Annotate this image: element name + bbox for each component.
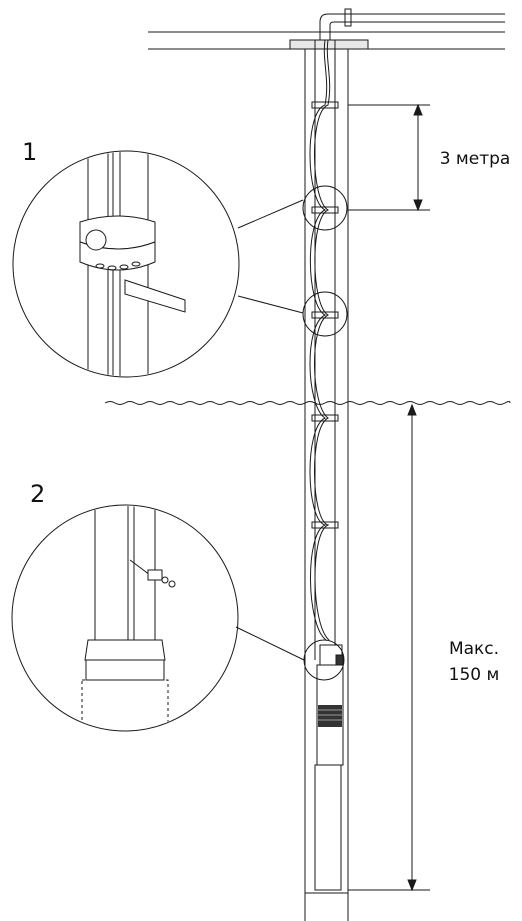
water-level-line	[104, 401, 511, 405]
detail-2-magnified	[11, 504, 239, 732]
discharge-pipe	[319, 8, 505, 40]
dimension-max-depth	[348, 403, 430, 892]
power-cable	[309, 39, 328, 641]
riser-pipe	[314, 40, 336, 660]
max-depth-label: Макс. 150 м	[432, 636, 516, 688]
dimension-clamp-spacing	[348, 103, 430, 212]
callout-2-label: 2	[30, 480, 46, 508]
max-depth-line1: Макс.	[448, 639, 500, 659]
cable-clamps	[311, 101, 339, 529]
well-casing	[304, 49, 349, 921]
max-depth-line2: 150 м	[448, 665, 500, 685]
detail-1-magnified	[12, 150, 240, 378]
detail-markers	[302, 185, 348, 681]
clamp-spacing-label: 3 метра	[439, 149, 511, 169]
callout-1-label: 1	[22, 138, 38, 166]
leader-lines	[235, 199, 305, 661]
well-head-plate	[289, 39, 369, 50]
submersible-pump	[314, 644, 344, 891]
